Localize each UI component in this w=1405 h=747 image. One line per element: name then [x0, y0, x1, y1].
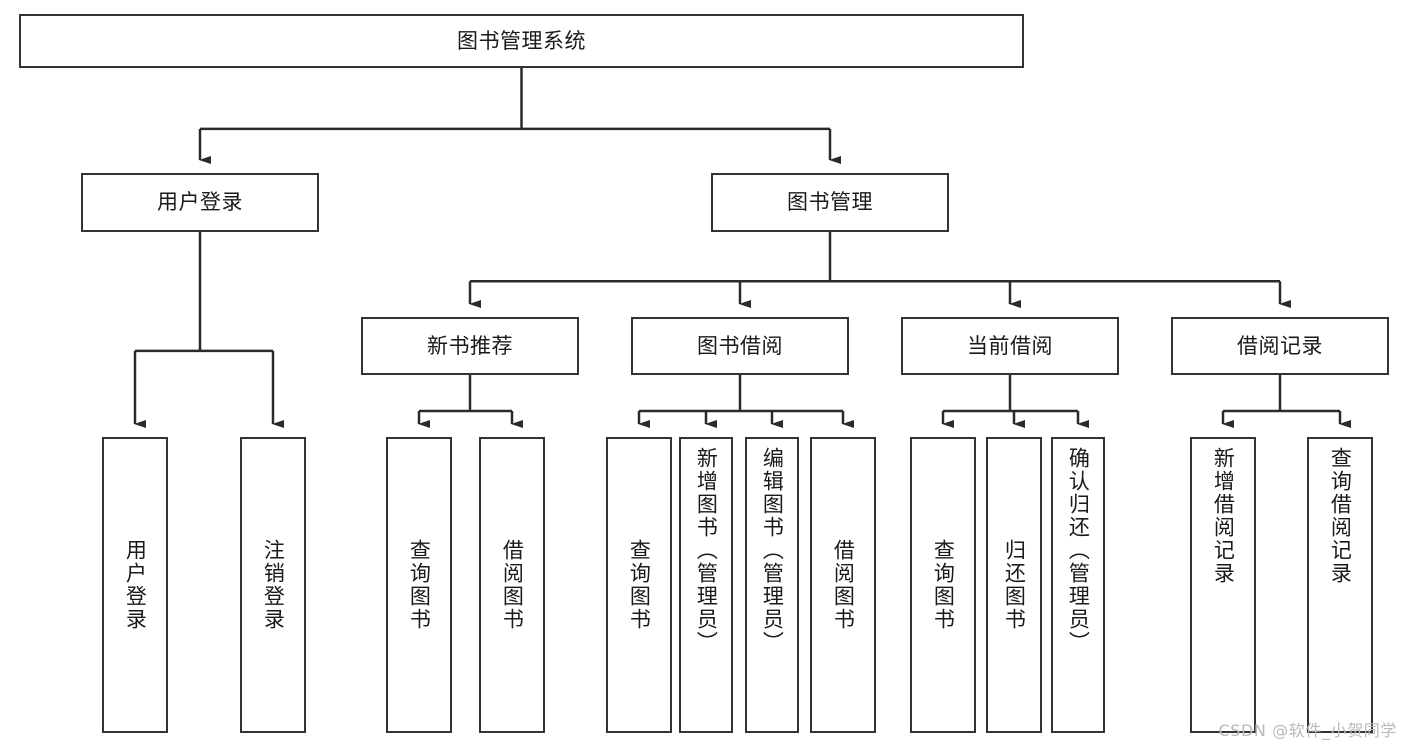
node-label: 当前借阅 — [967, 333, 1053, 358]
node-new-book-rec[interactable]: 新书推荐 — [361, 317, 579, 375]
node-label: 注销登录 — [261, 539, 286, 631]
node-label: 新增图书（管理员） — [694, 447, 719, 654]
node-leaf-query-book-2[interactable]: 查询图书 — [606, 437, 672, 733]
node-leaf-return-book[interactable]: 归还图书 — [986, 437, 1042, 733]
node-leaf-user-login[interactable]: 用户登录 — [102, 437, 168, 733]
node-leaf-logout[interactable]: 注销登录 — [240, 437, 306, 733]
node-label: 确认归还（管理员） — [1066, 447, 1091, 654]
node-leaf-query-book-1[interactable]: 查询图书 — [386, 437, 452, 733]
node-label: 新书推荐 — [427, 333, 513, 358]
node-label: 归还图书 — [1002, 539, 1027, 631]
node-leaf-borrow-book-2[interactable]: 借阅图书 — [810, 437, 876, 733]
node-leaf-confirm-return[interactable]: 确认归还（管理员） — [1051, 437, 1105, 733]
node-label: 查询借阅记录 — [1328, 447, 1353, 585]
node-current-borrow[interactable]: 当前借阅 — [901, 317, 1119, 375]
node-label: 借阅图书 — [500, 539, 525, 631]
node-leaf-query-book-3[interactable]: 查询图书 — [910, 437, 976, 733]
node-label: 图书管理 — [787, 190, 873, 215]
node-label: 用户登录 — [123, 539, 148, 631]
node-label: 新增借阅记录 — [1211, 447, 1236, 585]
node-label: 用户登录 — [157, 190, 243, 215]
node-label: 图书借阅 — [697, 333, 783, 358]
node-leaf-query-record[interactable]: 查询借阅记录 — [1307, 437, 1373, 733]
node-book-manage[interactable]: 图书管理 — [711, 173, 949, 232]
node-leaf-borrow-book-1[interactable]: 借阅图书 — [479, 437, 545, 733]
node-label: 借阅记录 — [1237, 333, 1323, 358]
watermark-text: CSDN @软件_小贺同学 — [1218, 721, 1397, 740]
node-leaf-edit-book[interactable]: 编辑图书（管理员） — [745, 437, 799, 733]
node-label: 编辑图书（管理员） — [760, 447, 785, 654]
node-leaf-add-book[interactable]: 新增图书（管理员） — [679, 437, 733, 733]
node-label: 查询图书 — [931, 539, 956, 631]
node-book-borrow[interactable]: 图书借阅 — [631, 317, 849, 375]
node-borrow-record[interactable]: 借阅记录 — [1171, 317, 1389, 375]
node-label: 图书管理系统 — [457, 28, 586, 53]
node-label: 查询图书 — [407, 539, 432, 631]
node-leaf-add-record[interactable]: 新增借阅记录 — [1190, 437, 1256, 733]
node-user-login[interactable]: 用户登录 — [81, 173, 319, 232]
node-label: 查询图书 — [627, 539, 652, 631]
node-root[interactable]: 图书管理系统 — [19, 14, 1024, 68]
node-label: 借阅图书 — [831, 539, 856, 631]
